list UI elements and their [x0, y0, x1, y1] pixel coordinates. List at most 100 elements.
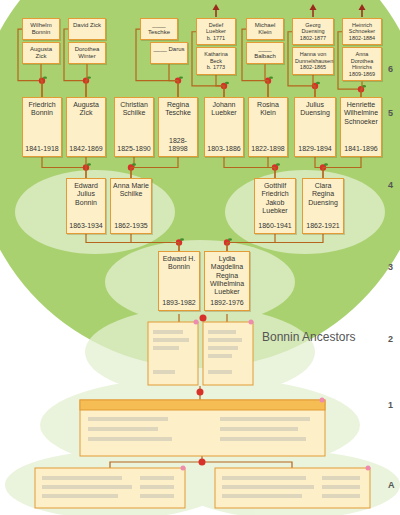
life-dates: 1841-1918 [25, 145, 59, 153]
life-dates: 1803-1886 [207, 145, 241, 153]
person-box: Christian Schilke 1825-1890 [114, 97, 154, 157]
life-dates: 1802-1884 [345, 35, 379, 41]
lineage-line [227, 234, 323, 251]
leaf [225, 82, 229, 84]
life-dates: 1829-1894 [297, 145, 333, 153]
person-box: Augusta Zick [22, 42, 60, 64]
person-box: Johann Luebker 1803-1886 [204, 97, 244, 157]
leaf [269, 76, 273, 78]
leaf [228, 238, 232, 240]
life-dates: 1860-1941 [257, 222, 293, 230]
leaf [43, 76, 47, 78]
leaf [180, 238, 184, 240]
person-name: Anna Marie Schilke [113, 182, 149, 199]
life-dates: 1842-1869 [69, 145, 103, 153]
person-box: Edward Julius Bonnin 1863-1934 [66, 178, 106, 234]
person-name: Dorothea Winter [71, 46, 103, 60]
lineage-line [323, 157, 361, 178]
person-box: Heinrich Schnoeker1802-1884 [342, 18, 382, 45]
person-box: Detlef Luebkerb. 1771 [196, 18, 236, 45]
life-dates: 1893-1982 [161, 299, 197, 307]
generation-number: 2 [388, 334, 393, 344]
person-box: Anna Marie Schilke 1862-1935 [110, 178, 152, 234]
generation-number: A [388, 480, 395, 490]
lineage-line [131, 157, 178, 178]
person-name: Augusta Zick [69, 101, 103, 118]
lineage-line [268, 157, 275, 178]
person-name: Friedrich Bonnin [25, 101, 59, 118]
continuation-arrows [213, 4, 366, 17]
person-name: Julius Duensing [297, 101, 333, 118]
generation-number: 4 [388, 180, 393, 190]
person-box: Wilhelm Bonnin [22, 18, 60, 40]
person-box: ____ Balbach [246, 42, 284, 64]
person-name: Hanna von Dunnelshausen [295, 51, 331, 64]
person-box: Katharina Beckb. 1773 [196, 47, 236, 74]
life-dates: 1862-1935 [113, 222, 149, 230]
lineage-line [169, 64, 178, 97]
lineage-line [313, 75, 315, 97]
lineage-line [86, 234, 179, 251]
person-box: Dorothea Winter [68, 42, 106, 64]
generation-number: 1 [388, 400, 393, 410]
person-box: Friedrich Bonnin 1841-1918 [22, 97, 62, 157]
life-dates: 1809-1869 [345, 71, 379, 77]
life-dates: 1828-18998 [161, 137, 195, 154]
lineage-line [41, 64, 42, 97]
blurred-boxes [35, 315, 371, 509]
person-box: Edward H. Bonnin1893-1982 [158, 251, 200, 311]
person-name: Detlef Luebker [199, 22, 233, 35]
person-name: Wilhelm Bonnin [25, 22, 57, 36]
leaf [316, 82, 320, 84]
person-name: David Zick [71, 22, 103, 29]
person-name: ____ Teschke [143, 22, 175, 36]
person-box: Gotthilf Friedrich Jakob Luebker1860-194… [254, 178, 296, 234]
person-box: Lydia Magdelina Regina Wilhelmina Luebke… [204, 251, 250, 311]
person-name: Augusta Zick [25, 46, 57, 60]
life-dates: 1822-1898 [251, 145, 285, 153]
generation-number: 5 [388, 108, 393, 118]
person-box: Michael Klein [246, 18, 284, 40]
person-name: ____ Darus [153, 46, 185, 53]
person-name: Johann Luebker [207, 101, 241, 118]
person-box: Rosina Klein 1822-1898 [248, 97, 288, 157]
leaf [276, 163, 280, 165]
lineage-line [131, 234, 179, 251]
person-name: Heinrich Schnoeker [345, 22, 379, 35]
person-name: Christian Schilke [117, 101, 151, 118]
life-dates: 1863-1934 [69, 222, 103, 230]
lineage-line [85, 157, 86, 178]
person-name: Edward Julius Bonnin [69, 182, 103, 207]
person-name: Henriette Wilhelmine Schnoeker [343, 101, 379, 126]
person-box: Regina Teschke 1828-18998 [158, 97, 198, 157]
person-box: Hanna von Dunnelshausen1802-1865 [292, 47, 334, 74]
crown-lobes [5, 170, 400, 515]
diagram-title: Bonnin Ancestors [262, 330, 355, 344]
leaf [324, 163, 328, 165]
life-dates: 1802-1877 [295, 35, 331, 41]
person-box: Augusta Zick 1842-1869 [66, 97, 106, 157]
person-name: Rosina Klein [251, 101, 285, 118]
leaf [179, 76, 183, 78]
person-box: Clara Regina Duensing1862-1921 [302, 178, 344, 234]
life-dates: 1862-1921 [305, 222, 341, 230]
person-name: Regina Teschke [161, 101, 195, 118]
life-dates: 1841-1896 [343, 145, 379, 153]
person-box: Julius Duensing 1829-1894 [294, 97, 336, 157]
generation-number: 3 [388, 262, 393, 272]
lineage-line [216, 75, 224, 97]
life-dates: 1825-1890 [117, 145, 151, 153]
person-box: Henriette Wilhelmine Schnoeker 1841-1896 [340, 97, 382, 157]
person-name: ____ Balbach [249, 46, 281, 60]
person-name: Michael Klein [249, 22, 281, 36]
person-box: ____ Darus [150, 42, 188, 64]
life-dates: 1892-1976 [207, 299, 247, 307]
person-box: Anna Dorothea Hinrichs1809-1869 [342, 47, 382, 81]
person-box: ____ Teschke [140, 18, 178, 40]
lineage-line [265, 64, 268, 97]
lineage-line [86, 64, 87, 97]
leaf [132, 163, 136, 165]
